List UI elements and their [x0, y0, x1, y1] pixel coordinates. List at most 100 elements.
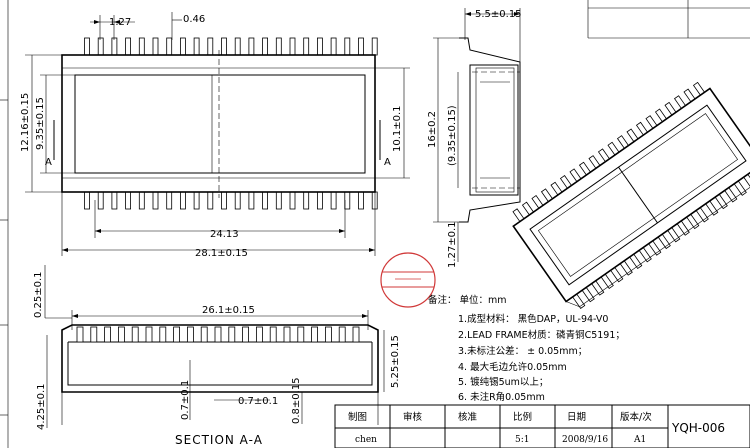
- iso-pin: [667, 227, 681, 243]
- iso-pin: [635, 121, 648, 136]
- title-block-header: 比例: [513, 411, 532, 423]
- lead-pin: [371, 37, 378, 56]
- revision-table: [587, 0, 750, 39]
- lead-pin: [179, 37, 186, 56]
- lead-pin: [262, 191, 269, 210]
- sheet-border-left: [0, 0, 9, 448]
- section-marker-left: A: [45, 157, 52, 168]
- total-length-dimension: 28.1±0.15: [195, 248, 248, 259]
- lead-pin: [97, 191, 104, 210]
- iso-pin: [648, 240, 662, 256]
- section-contact: [159, 326, 167, 343]
- part-number: YQH-006: [671, 421, 725, 435]
- lead-width-dimension: 0.46: [183, 14, 205, 25]
- section-contact: [173, 326, 181, 343]
- iso-pin: [664, 101, 677, 116]
- iso-pin: [581, 287, 595, 303]
- title-block-header: 核准: [458, 411, 478, 423]
- approval-stamp: [380, 252, 436, 308]
- section-base-dimension: 4.25±0.1: [36, 383, 47, 430]
- section-contact: [338, 326, 346, 343]
- section-contact: [200, 326, 208, 343]
- top-view-lower-leads: [84, 191, 378, 210]
- lead-pin: [303, 37, 310, 56]
- iso-pin: [512, 208, 525, 222]
- revision-value: A1: [633, 435, 646, 445]
- iso-pin: [676, 220, 690, 236]
- iso-pin: [626, 128, 639, 142]
- section-contact: [145, 326, 153, 343]
- note-item: 4. 最大毛边允许0.05mm: [458, 361, 567, 373]
- lead-pin: [166, 37, 173, 56]
- inner-length-dimension: 24.13: [210, 229, 239, 240]
- section-contact: [255, 326, 263, 343]
- section-contact: [131, 326, 139, 343]
- height-body-dimension: 10.1±0.1: [392, 105, 403, 152]
- section-contact: [228, 326, 236, 343]
- iso-pin: [683, 88, 696, 103]
- lead-pin: [84, 37, 90, 56]
- isometric-body: [512, 87, 750, 303]
- lead-pin: [125, 191, 131, 210]
- top-view-window: [74, 74, 366, 174]
- notes-block: 备注： 单位：mm 1.成型材料： 黑色DAP，UL-94-V0 2.LEAD …: [428, 294, 625, 403]
- notes-header: 备注： 单位：mm: [428, 294, 507, 306]
- date-value: 2008/9/16: [562, 435, 608, 445]
- lead-pin: [207, 37, 214, 56]
- title-block-header: 审核: [403, 411, 423, 423]
- iso-pin: [619, 260, 633, 276]
- section-contact: [186, 326, 194, 343]
- side-view-outline: [459, 37, 521, 223]
- scale-value: 5:1: [515, 435, 529, 445]
- lead-pin: [303, 191, 310, 210]
- section-contact: [283, 326, 291, 343]
- iso-pin: [629, 253, 643, 270]
- iso-pin: [591, 280, 605, 296]
- lead-pin: [358, 37, 364, 56]
- lead-pin: [111, 37, 118, 56]
- iso-pin: [673, 95, 686, 109]
- drawn-by-value: chen: [355, 435, 377, 445]
- lead-pin: [234, 191, 241, 210]
- lead-pin: [234, 37, 241, 56]
- title-block-header: 制图: [348, 411, 367, 423]
- section-gap-a-dimension: 0.7±0.1: [180, 380, 191, 420]
- note-item: 6. 未注R角0.05mm: [458, 391, 545, 403]
- lead-pin: [344, 37, 351, 56]
- lead-pin: [221, 37, 227, 56]
- iso-pin: [610, 267, 624, 283]
- lead-pin: [125, 37, 131, 56]
- side-height-dimension: 16±0.2: [427, 111, 438, 148]
- lead-pin: [262, 37, 269, 56]
- section-contact: [242, 326, 250, 343]
- lead-pin: [138, 37, 145, 56]
- iso-pin: [607, 141, 620, 156]
- iso-pin: [733, 180, 747, 196]
- lead-pin: [248, 191, 255, 210]
- note-item: 2.LEAD FRAME材质：磷青铜C5191；: [458, 329, 625, 341]
- section-view: 26.1±0.15 0.25±0.1 4.25±0.1 5.25±0.15 0.…: [33, 265, 401, 447]
- iso-pin: [714, 194, 728, 210]
- note-item: 1.成型材料： 黑色DAP，UL-94-V0: [458, 313, 608, 325]
- section-contact: [76, 326, 84, 343]
- iso-pin: [588, 155, 601, 169]
- title-block: 制图 审核 核准 比例 日期 版本/次 chen 5:1 2008/9/16 A…: [334, 404, 750, 448]
- isometric-upper-pins: [512, 81, 705, 222]
- lead-pin: [111, 191, 118, 210]
- iso-pin: [638, 247, 652, 263]
- lead-pin: [166, 191, 173, 210]
- section-contact: [90, 326, 98, 343]
- section-height-dimension: 5.25±0.15: [390, 335, 401, 388]
- iso-pin: [616, 135, 629, 149]
- iso-pin: [724, 187, 738, 203]
- iso-pin: [692, 81, 705, 96]
- lead-pin: [344, 191, 351, 210]
- lead-pin: [152, 191, 159, 210]
- section-contacts: [76, 326, 360, 343]
- iso-pin: [657, 233, 671, 250]
- title-block-header: 日期: [567, 412, 586, 423]
- section-contact: [104, 326, 111, 343]
- side-view: 5.5±0.15 16±0.2 (9.35±0.15) 1.27±0.1: [427, 8, 522, 268]
